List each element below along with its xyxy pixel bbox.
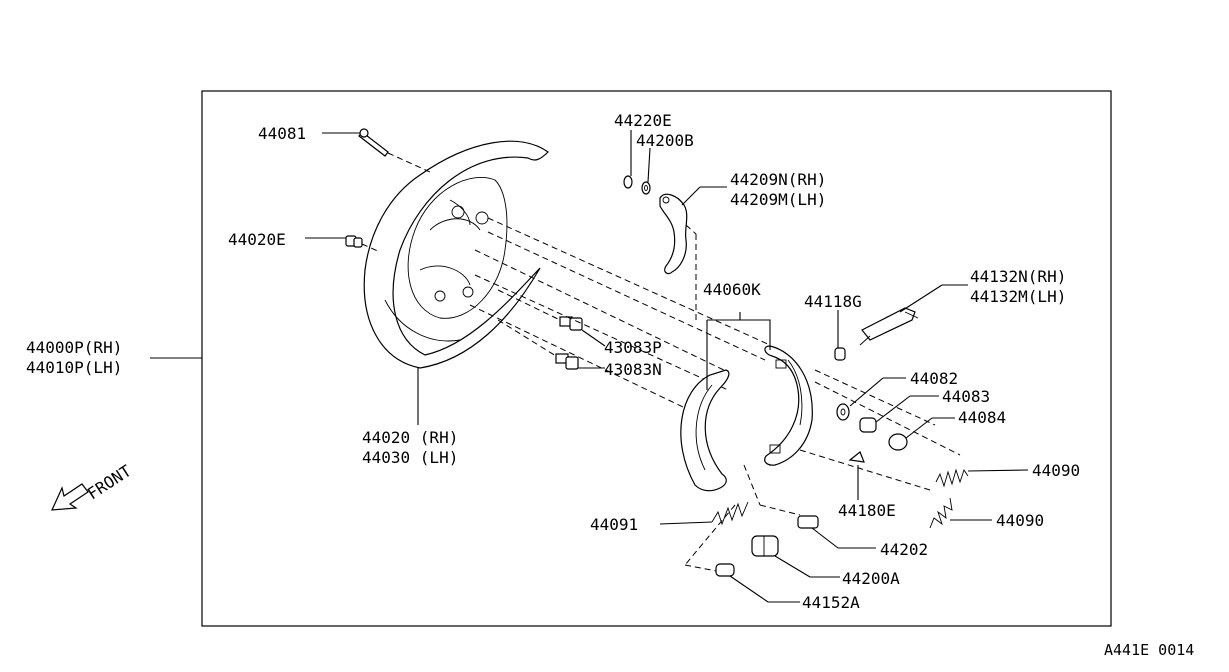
lever-44209 <box>659 193 688 275</box>
spring-44083 <box>859 417 877 433</box>
label-44091: 44091 <box>590 515 638 534</box>
retainer-44082 <box>836 403 850 421</box>
front-label: FRONT <box>84 461 135 503</box>
spring-44090-lower <box>929 497 953 529</box>
pin-44118g <box>834 347 846 361</box>
front-arrow-icon <box>51 483 89 511</box>
assembly-guides <box>469 217 961 573</box>
label-44090-lower: 44090 <box>996 511 1044 530</box>
label-43083p: 43083P <box>604 338 662 357</box>
label-44000p: 44000P(RH) <box>26 338 122 357</box>
label-44081: 44081 <box>258 124 306 143</box>
spring-44090-upper <box>935 468 969 488</box>
clip-44180e <box>848 451 865 463</box>
label-44010p: 44010P(LH) <box>26 358 122 377</box>
label-44209m: 44209M(LH) <box>730 190 826 209</box>
label-44152a: 44152A <box>802 593 860 612</box>
strut-44132 <box>859 307 919 346</box>
nut-44152a <box>715 563 735 577</box>
label-44082: 44082 <box>910 369 958 388</box>
label-44083: 44083 <box>942 387 990 406</box>
bolt-44081 <box>358 128 389 157</box>
adjuster-44200a <box>751 535 779 557</box>
label-44200a: 44200A <box>842 569 900 588</box>
label-44132m: 44132M(LH) <box>970 287 1066 306</box>
screw-44202 <box>797 515 819 529</box>
label-43083n: 43083N <box>604 360 662 379</box>
label-44020e: 44020E <box>228 230 286 249</box>
figure-code: A441E 0014 <box>1104 641 1194 659</box>
label-44060k: 44060K <box>703 280 761 299</box>
spring-44091 <box>711 501 749 526</box>
brake-shoe-front <box>680 369 730 492</box>
label-44220e: 44220E <box>614 111 672 130</box>
backing-plate <box>363 140 549 369</box>
brake-shoe-rear <box>764 345 813 466</box>
washer-44200b <box>641 181 651 195</box>
plug-44020e <box>345 235 363 248</box>
label-44180e: 44180E <box>838 501 896 520</box>
label-44020: 44020 (RH) <box>362 428 458 447</box>
bolt-43083p <box>559 316 583 331</box>
diagram-frame <box>201 90 1112 627</box>
label-44090-upper: 44090 <box>1032 461 1080 480</box>
washer-44220e <box>623 175 633 189</box>
label-44084: 44084 <box>958 408 1006 427</box>
label-44132n: 44132N(RH) <box>970 267 1066 286</box>
label-44202: 44202 <box>880 540 928 559</box>
cup-44084 <box>888 433 908 451</box>
label-44118g: 44118G <box>804 292 862 311</box>
label-44030: 44030 (LH) <box>362 448 458 467</box>
bolt-43083n <box>555 353 579 370</box>
label-44209n: 44209N(RH) <box>730 170 826 189</box>
label-44200b: 44200B <box>636 131 694 150</box>
